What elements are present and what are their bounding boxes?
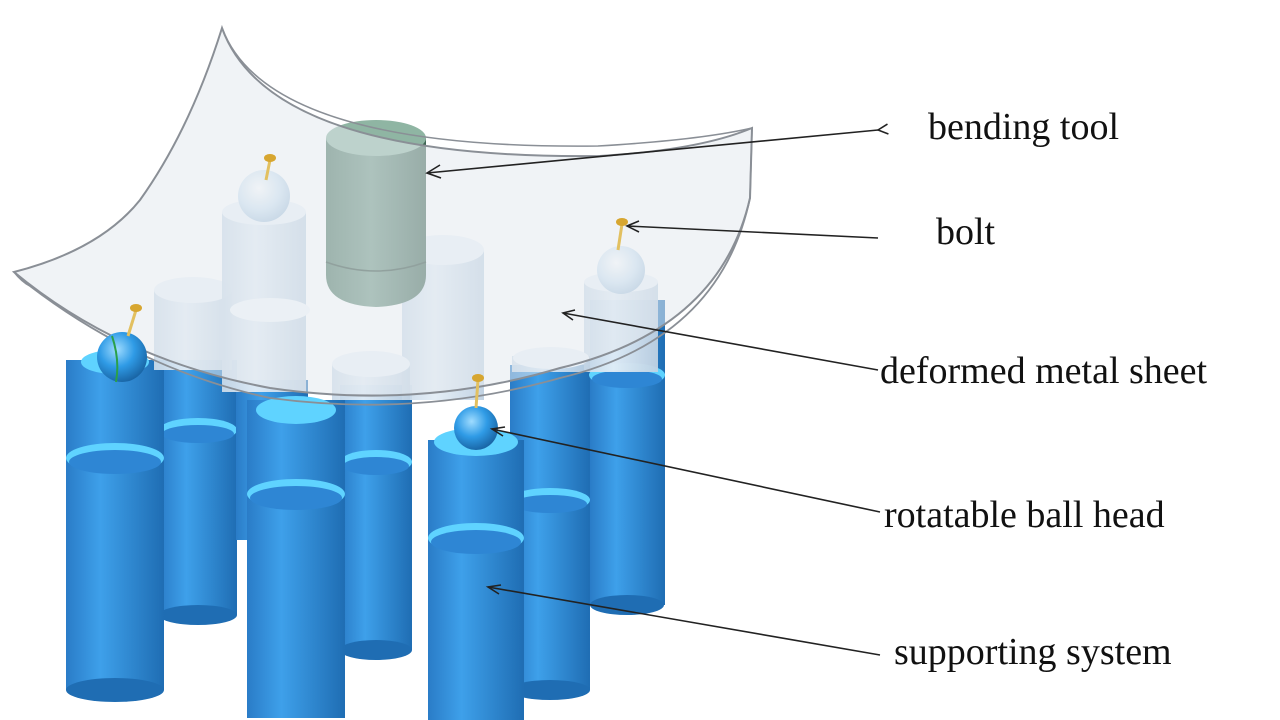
leader-line-rotatable-ball-head — [491, 428, 881, 513]
label-rotatable-ball-head: rotatable ball head — [884, 494, 1165, 536]
bolt-icon — [616, 218, 628, 251]
label-bolt: bolt — [936, 211, 996, 253]
label-supporting-system: supporting system — [894, 631, 1172, 673]
support-pin — [159, 360, 237, 625]
arrowhead — [485, 584, 502, 595]
leader-line-bolt — [626, 225, 879, 239]
rotatable-ball-head — [97, 332, 147, 382]
bolt-icon — [264, 154, 276, 181]
leader-line-supporting-system — [487, 586, 881, 656]
label-bending-tool: bending tool — [928, 106, 1120, 148]
bolt-icon — [126, 304, 142, 337]
ball-heads — [97, 332, 498, 450]
arrow-heads — [425, 164, 640, 595]
arrowhead — [425, 164, 442, 179]
rotatable-ball-head — [454, 406, 498, 450]
arrowhead — [489, 426, 506, 437]
bolts — [126, 154, 628, 409]
bolt-icon — [472, 374, 484, 409]
support-pin — [428, 428, 524, 720]
support-pin — [247, 396, 345, 718]
label-deformed-metal-sheet: deformed metal sheet — [880, 352, 1208, 390]
leader-line-deformed-metal-sheet — [562, 312, 879, 371]
arrowhead — [625, 220, 640, 233]
deformed-metal-sheet — [11, 24, 754, 406]
supporting-system — [66, 300, 665, 720]
support-pin — [340, 385, 412, 660]
leader-lines — [426, 130, 881, 656]
support-pin — [66, 350, 164, 702]
arrowhead — [561, 309, 576, 321]
leader-line-bending-tool — [426, 130, 878, 174]
